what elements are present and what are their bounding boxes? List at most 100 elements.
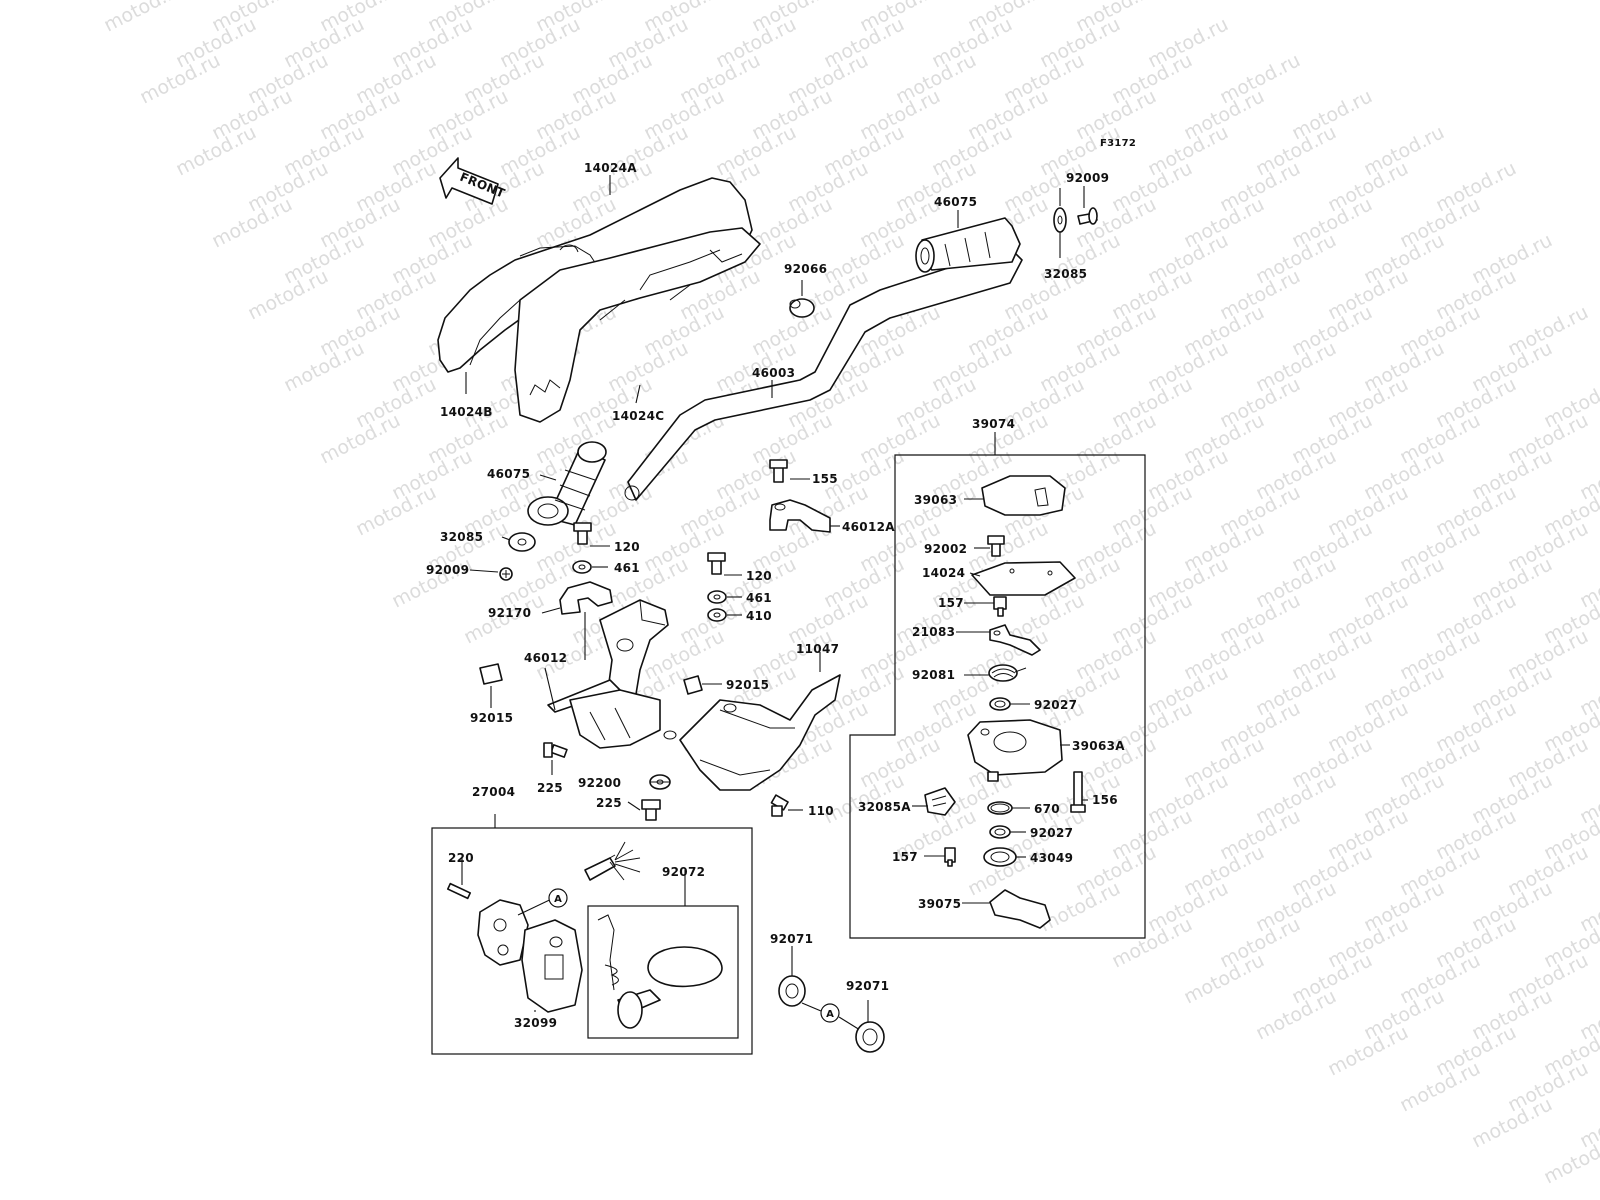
- screw-92009-top: [1077, 207, 1098, 225]
- label-39074: 39074: [972, 417, 1015, 431]
- label-32085-left: 32085: [440, 530, 483, 544]
- label-92200: 92200: [578, 776, 621, 790]
- label-92015-b: 92015: [726, 678, 769, 692]
- screw-157-b: [944, 847, 956, 867]
- o-ring-670: [987, 801, 1013, 815]
- bolt-225-a: [543, 742, 568, 758]
- label-157-a: 157: [938, 596, 964, 610]
- label-155: 155: [812, 472, 838, 486]
- diagram-code: F3172: [1100, 138, 1136, 149]
- seat: [437, 177, 761, 423]
- washer-461-b: [707, 590, 727, 604]
- label-92170: 92170: [488, 606, 531, 620]
- label-46075-left: 46075: [487, 467, 530, 481]
- washer-92027-b: [989, 825, 1011, 839]
- bolt-120-a: [573, 522, 592, 545]
- band-92072: [597, 914, 723, 1029]
- ref-marker-a-2-label: A: [826, 1009, 834, 1020]
- label-461-a: 461: [614, 561, 640, 575]
- bolt-110: [770, 794, 789, 817]
- ref-marker-a-1: A: [548, 888, 568, 908]
- seal-43049: [983, 847, 1017, 867]
- ref-line-a: [801, 1002, 822, 1012]
- weight-32085A: [924, 787, 956, 816]
- label-92009-left: 92009: [426, 563, 469, 577]
- grommet-92071-b: [855, 1021, 885, 1053]
- label-410: 410: [746, 609, 772, 623]
- clip-92015-b: [683, 675, 703, 695]
- grommet-92071-a: [778, 975, 806, 1007]
- label-120-a: 120: [614, 540, 640, 554]
- grip-left: [527, 441, 607, 526]
- label-92002: 92002: [924, 542, 967, 556]
- label-14024A: 14024A: [584, 161, 637, 175]
- label-46012: 46012: [524, 651, 567, 665]
- label-225-b: 225: [596, 796, 622, 810]
- label-32099: 32099: [514, 1016, 557, 1030]
- grip-right: [915, 217, 1021, 273]
- label-92071-a: 92071: [770, 932, 813, 946]
- holder-46012A: [769, 499, 831, 533]
- switch-housing: [477, 899, 529, 966]
- label-92027-a: 92027: [1034, 698, 1077, 712]
- switch-cover-32099: [521, 919, 583, 1013]
- washer-410: [707, 608, 727, 622]
- ref-line-a2: [838, 1016, 861, 1031]
- label-92027-b: 92027: [1030, 826, 1073, 840]
- label-461-b: 461: [746, 591, 772, 605]
- label-32085A: 32085A: [858, 800, 911, 814]
- label-27004: 27004: [472, 785, 515, 799]
- spring-92081: [988, 664, 1027, 682]
- label-14024: 14024: [922, 566, 965, 580]
- label-39063A: 39063A: [1072, 739, 1125, 753]
- leader-lines: [461, 175, 1088, 1022]
- label-21083: 21083: [912, 625, 955, 639]
- label-39075: 39075: [918, 897, 961, 911]
- steering-stem: [569, 689, 661, 749]
- label-46012A: 46012A: [842, 520, 895, 534]
- weight-washer-left: [508, 532, 536, 552]
- ref-marker-a-1-label: A: [554, 894, 562, 905]
- lever-39075: [989, 889, 1051, 929]
- bolt-156: [1070, 771, 1086, 813]
- washer-461-a: [572, 560, 592, 574]
- label-92081: 92081: [912, 668, 955, 682]
- label-46075-top: 46075: [934, 195, 977, 209]
- holder-46012: [547, 599, 669, 713]
- label-43049: 43049: [1030, 851, 1073, 865]
- screw-92009-left: [499, 567, 513, 581]
- label-11047: 11047: [796, 642, 839, 656]
- switch-assembly-box: [431, 827, 753, 1055]
- label-157-b: 157: [892, 850, 918, 864]
- label-14024B: 14024B: [440, 405, 493, 419]
- bolt-155: [769, 459, 788, 483]
- grommet-92066: [789, 298, 815, 318]
- label-156: 156: [1092, 793, 1118, 807]
- label-92071-b: 92071: [846, 979, 889, 993]
- label-92066: 92066: [784, 262, 827, 276]
- weight-washer-top: [1053, 207, 1067, 233]
- label-32085-top: 32085: [1044, 267, 1087, 281]
- washer-92027-a: [989, 697, 1011, 711]
- label-39063: 39063: [914, 493, 957, 507]
- bolt-225-b: [641, 799, 661, 821]
- label-14024C: 14024C: [612, 409, 664, 423]
- label-92072: 92072: [662, 865, 705, 879]
- part-labels: F3172 14024A 14024B 14024C 92066 46075 9…: [426, 138, 1136, 1030]
- clip-92015-a: [479, 663, 503, 685]
- label-120-b: 120: [746, 569, 772, 583]
- label-46003: 46003: [752, 366, 795, 380]
- label-92015-a: 92015: [470, 711, 513, 725]
- gasket-14024: [971, 561, 1076, 596]
- label-220: 220: [448, 851, 474, 865]
- watermark-text: motod.ru: [100, 0, 188, 36]
- label-92009-top: 92009: [1066, 171, 1109, 185]
- bracket-11047: [663, 674, 841, 791]
- ref-marker-a-2: A: [820, 1003, 840, 1023]
- bolt-92002: [987, 535, 1005, 557]
- bolt-120-b: [707, 552, 726, 575]
- label-225-a: 225: [537, 781, 563, 795]
- screw-220: [446, 882, 472, 900]
- cable-holder-21083: [989, 624, 1041, 656]
